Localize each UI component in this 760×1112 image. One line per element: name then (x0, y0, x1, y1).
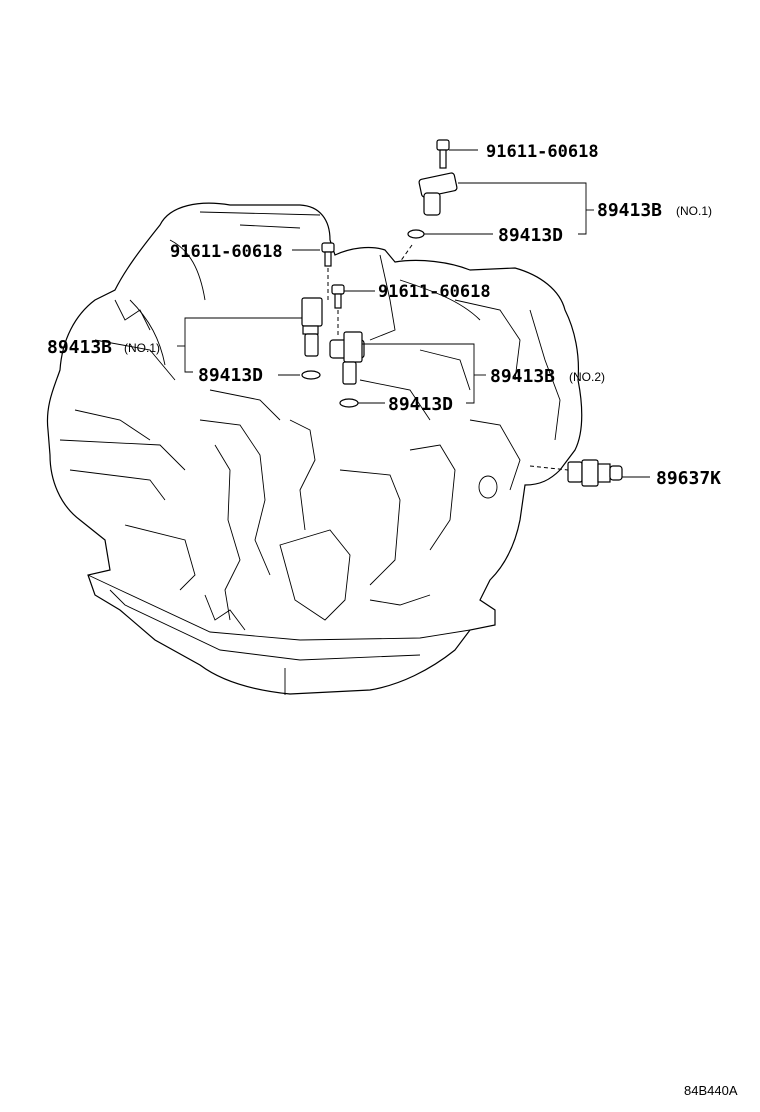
switch-icon (567, 459, 623, 487)
bolt-mid-icon (331, 284, 345, 309)
label-sensor-right: 89413B (490, 366, 555, 387)
label-switch: 89637K (656, 468, 721, 489)
transmission-housing (46, 202, 583, 695)
label-bolt-top: 91611-60618 (486, 142, 599, 162)
oring-left-icon (301, 370, 321, 380)
note-sensor-right: (NO.2) (569, 370, 605, 384)
sensor-top-assembly (399, 139, 594, 263)
sensor-right-assembly (329, 284, 486, 408)
sensor-right-icon (329, 331, 365, 385)
bolt-top-icon (436, 139, 450, 169)
label-bolt-left: 91611-60618 (170, 242, 283, 262)
note-sensor-top: (NO.1) (676, 204, 712, 218)
sensor-left-assembly (177, 242, 335, 380)
label-sensor-top: 89413B (597, 200, 662, 221)
bolt-left-icon (321, 242, 335, 267)
label-oring-left: 89413D (198, 365, 263, 386)
label-oring-top: 89413D (498, 225, 563, 246)
sensor-top-icon (418, 172, 458, 216)
label-oring-right: 89413D (388, 394, 453, 415)
oring-top-icon (407, 229, 425, 239)
diagram-code: 84B440A (684, 1083, 738, 1098)
oring-right-icon (339, 398, 359, 408)
label-bolt-mid: 91611-60618 (378, 282, 491, 302)
switch-assembly (529, 459, 650, 487)
sensor-left-icon (301, 297, 323, 357)
note-sensor-left: (NO.1) (124, 341, 160, 355)
label-sensor-left: 89413B (47, 337, 112, 358)
